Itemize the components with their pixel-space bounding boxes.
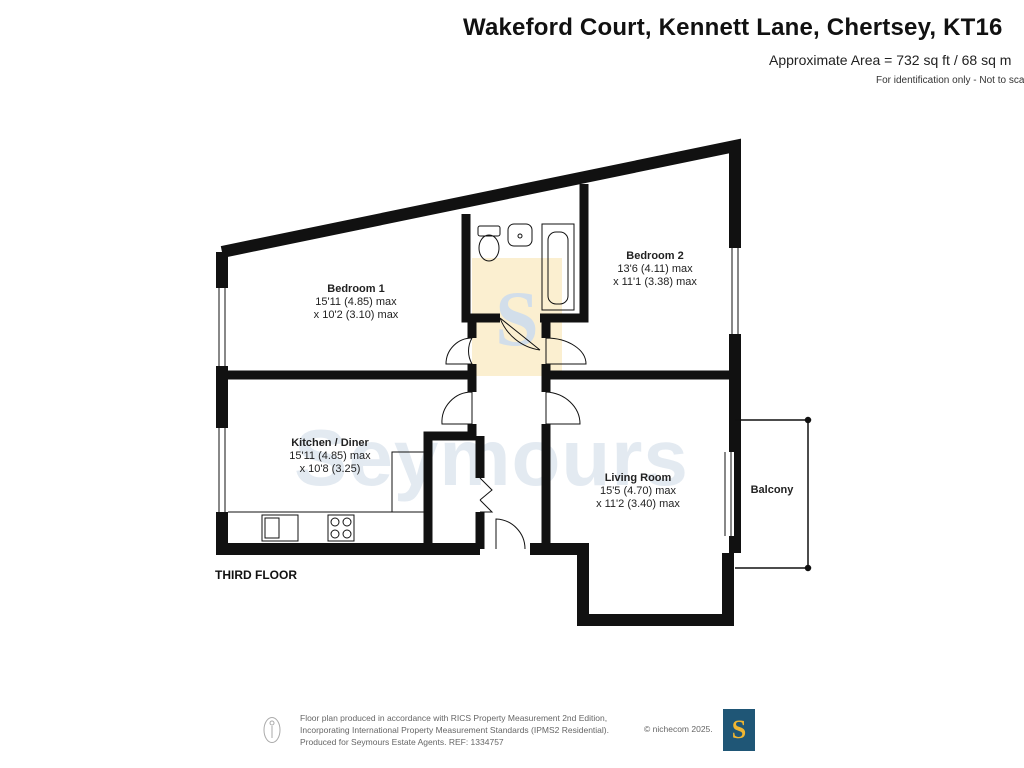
kitchen-fittings <box>228 451 428 542</box>
room-dim: x 11'2 (3.40) max <box>596 498 680 510</box>
seymours-watermark: Seymours <box>294 413 689 502</box>
floor-label: THIRD FLOOR <box>215 568 297 582</box>
windows <box>216 248 741 536</box>
bathroom-fittings <box>477 223 575 311</box>
room-living-room: Living Room 15'5 (4.70) max x 11'2 (3.40… <box>596 472 680 510</box>
footer-line: Floor plan produced in accordance with R… <box>300 713 608 723</box>
basin-icon <box>507 223 533 247</box>
bath-icon <box>541 223 575 311</box>
room-name: Balcony <box>751 484 795 496</box>
sink-icon <box>261 514 299 542</box>
approximate-area: Approximate Area = 732 sq ft / 68 sq m <box>769 52 1012 68</box>
room-name: Kitchen / Diner <box>291 437 369 449</box>
room-name: Bedroom 1 <box>327 283 384 295</box>
seymours-logo: S <box>723 709 755 751</box>
footer-line: Incorporating International Property Mea… <box>300 725 609 735</box>
toilet-cistern-icon <box>477 225 501 237</box>
room-bedroom-2: Bedroom 2 13'6 (4.11) max x 11'1 (3.38) … <box>613 250 697 288</box>
room-kitchen-diner: Kitchen / Diner 15'11 (4.85) max x 10'8 … <box>289 437 371 475</box>
scale-note: For identification only - Not to scale <box>876 75 1024 86</box>
room-dim: x 11'1 (3.38) max <box>613 276 697 288</box>
room-dim: 15'11 (4.85) max <box>315 296 397 308</box>
footer-line: Produced for Seymours Estate Agents. REF… <box>300 737 504 747</box>
room-balcony: Balcony <box>751 484 795 496</box>
toilet-icon <box>478 234 500 262</box>
balcony-outline <box>735 416 812 572</box>
watermark-logo-letter: S <box>495 275 538 362</box>
room-dim: 15'5 (4.70) max <box>600 485 677 497</box>
room-name: Living Room <box>605 472 672 484</box>
internal-walls <box>222 184 735 549</box>
footer-copyright: © nichecom 2025. <box>644 724 713 734</box>
room-dim: x 10'8 (3.25) <box>300 463 361 475</box>
footer-disclaimer: Floor plan produced in accordance with R… <box>300 712 730 748</box>
hob-icon <box>327 514 355 542</box>
measurement-person-icon <box>263 717 281 743</box>
property-title: Wakeford Court, Kennett Lane, Chertsey, … <box>463 14 1003 41</box>
door-swings <box>441 317 587 550</box>
room-dim: x 10'2 (3.10) max <box>314 309 399 321</box>
room-bedroom-1: Bedroom 1 15'11 (4.85) max x 10'2 (3.10)… <box>314 283 399 321</box>
room-name: Bedroom 2 <box>626 250 683 262</box>
room-dim: 15'11 (4.85) max <box>289 450 371 462</box>
room-dim: 13'6 (4.11) max <box>617 263 693 275</box>
